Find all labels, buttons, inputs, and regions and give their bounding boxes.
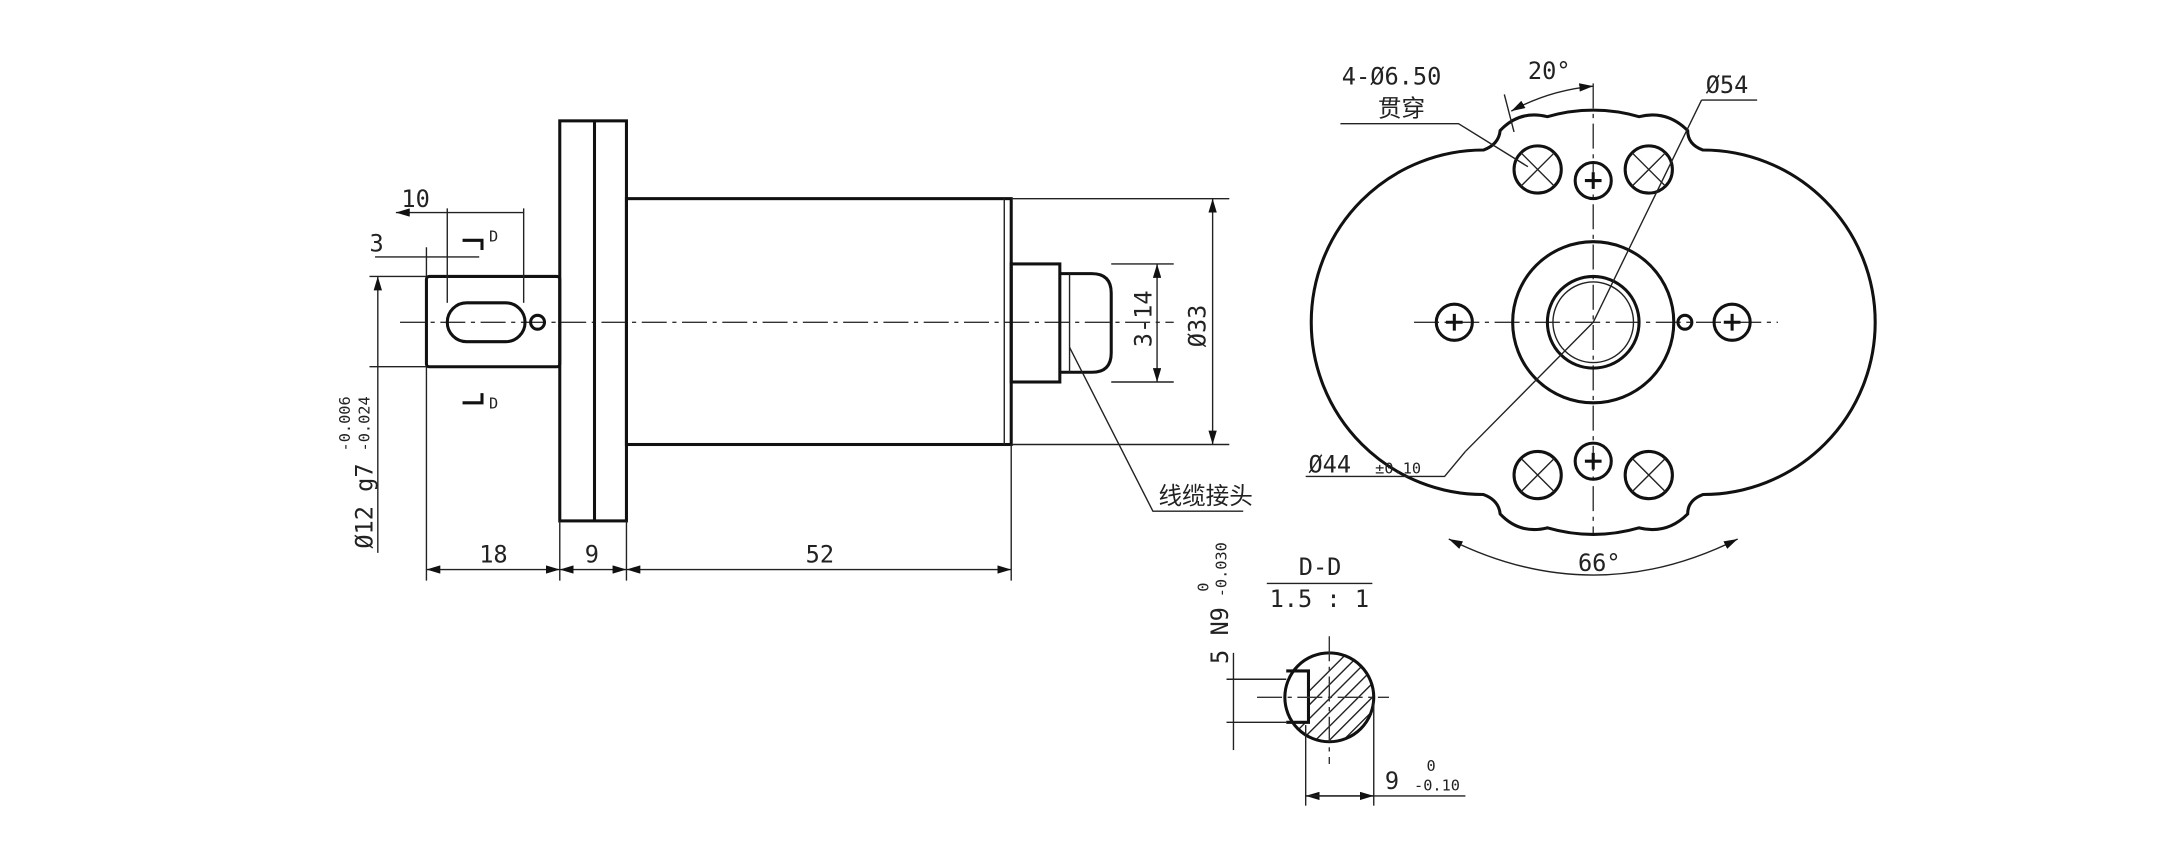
dim-key-tol-lower: -0.030 (1213, 542, 1231, 597)
mounting-holes (1512, 144, 1674, 501)
side-view: 10 3 D D Ø12 g7 -0.006 -0.024 18 9 52 3-… (336, 119, 1253, 581)
section-view: D-D 1.5 : 1 5 N9 0 -0.030 9 0 -0.10 (1194, 542, 1466, 806)
dim-connector: 3-14 (1130, 290, 1158, 347)
dim-key-width: 5 N9 (1206, 607, 1234, 664)
section-scale: 1.5 : 1 (1270, 585, 1370, 613)
holes-label: 4-Ø6.50 (1342, 63, 1442, 91)
dim-shaft-dia: Ø12 g7 (350, 463, 378, 548)
dim-depth-tol-lower: -0.10 (1414, 776, 1460, 794)
dim-depth-tol-upper: 0 (1427, 757, 1436, 775)
dim-body-length: 52 (806, 541, 834, 569)
dim-shaft-length: 18 (479, 541, 507, 569)
flange-outline (1309, 108, 1877, 536)
holes-note: 贯穿 (1378, 95, 1425, 123)
section-mark-top: D (489, 228, 498, 246)
dim-outer-dia: Ø54 (1706, 71, 1749, 99)
screws (1434, 161, 1752, 481)
dim-flange-thickness: 9 (585, 541, 599, 569)
cable-connector (1009, 262, 1062, 384)
angle-top: 20° (1528, 57, 1571, 85)
dim-shaft-tol-upper: -0.006 (336, 396, 354, 451)
section-mark-bottom: D (489, 394, 498, 412)
cable-label: 线缆接头 (1158, 482, 1252, 510)
dim-key-tol-upper: 0 (1194, 583, 1212, 592)
angle-bottom: 66° (1578, 549, 1621, 577)
front-view: Ø54 4-Ø6.50 贯穿 20° Ø44 ±0.10 66° (1305, 57, 1877, 577)
dim-shaft-tol-lower: -0.024 (355, 396, 373, 451)
dim-pcd: Ø44 (1308, 450, 1351, 478)
dim-slot-offset: 3 (369, 229, 383, 257)
dim-pcd-tol: ±0.10 (1375, 460, 1421, 478)
dim-slot-length: 10 (401, 185, 429, 213)
dim-body-dia: Ø33 (1184, 305, 1212, 348)
dim-depth: 9 (1385, 767, 1399, 795)
section-title: D-D (1299, 553, 1342, 581)
keyway-slot (445, 301, 527, 344)
